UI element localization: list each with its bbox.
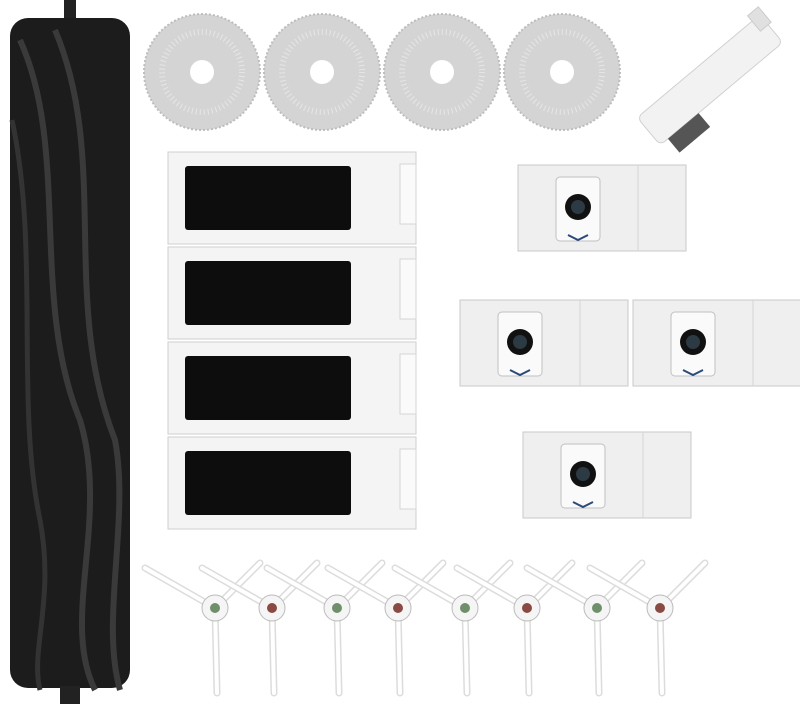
filter: [167, 151, 417, 245]
dust-bag: [459, 299, 629, 387]
dust-bag: [632, 299, 800, 387]
mop-pad: [503, 13, 621, 131]
dust-bag: [517, 164, 687, 252]
mop-pad: [383, 13, 501, 131]
filter: [167, 436, 417, 530]
side-brush: [391, 559, 514, 697]
side-brush: [586, 559, 709, 697]
side-brush: [453, 559, 576, 697]
side-brush: [263, 559, 386, 697]
roller-brush: [9, 0, 130, 704]
cleaning-tool: [639, 6, 781, 153]
filter: [167, 341, 417, 435]
side-brush: [141, 559, 264, 697]
dust-bag: [522, 431, 692, 519]
mop-pad: [263, 13, 381, 131]
side-brush: [523, 559, 646, 697]
mop-pad: [143, 13, 261, 131]
filter: [167, 246, 417, 340]
